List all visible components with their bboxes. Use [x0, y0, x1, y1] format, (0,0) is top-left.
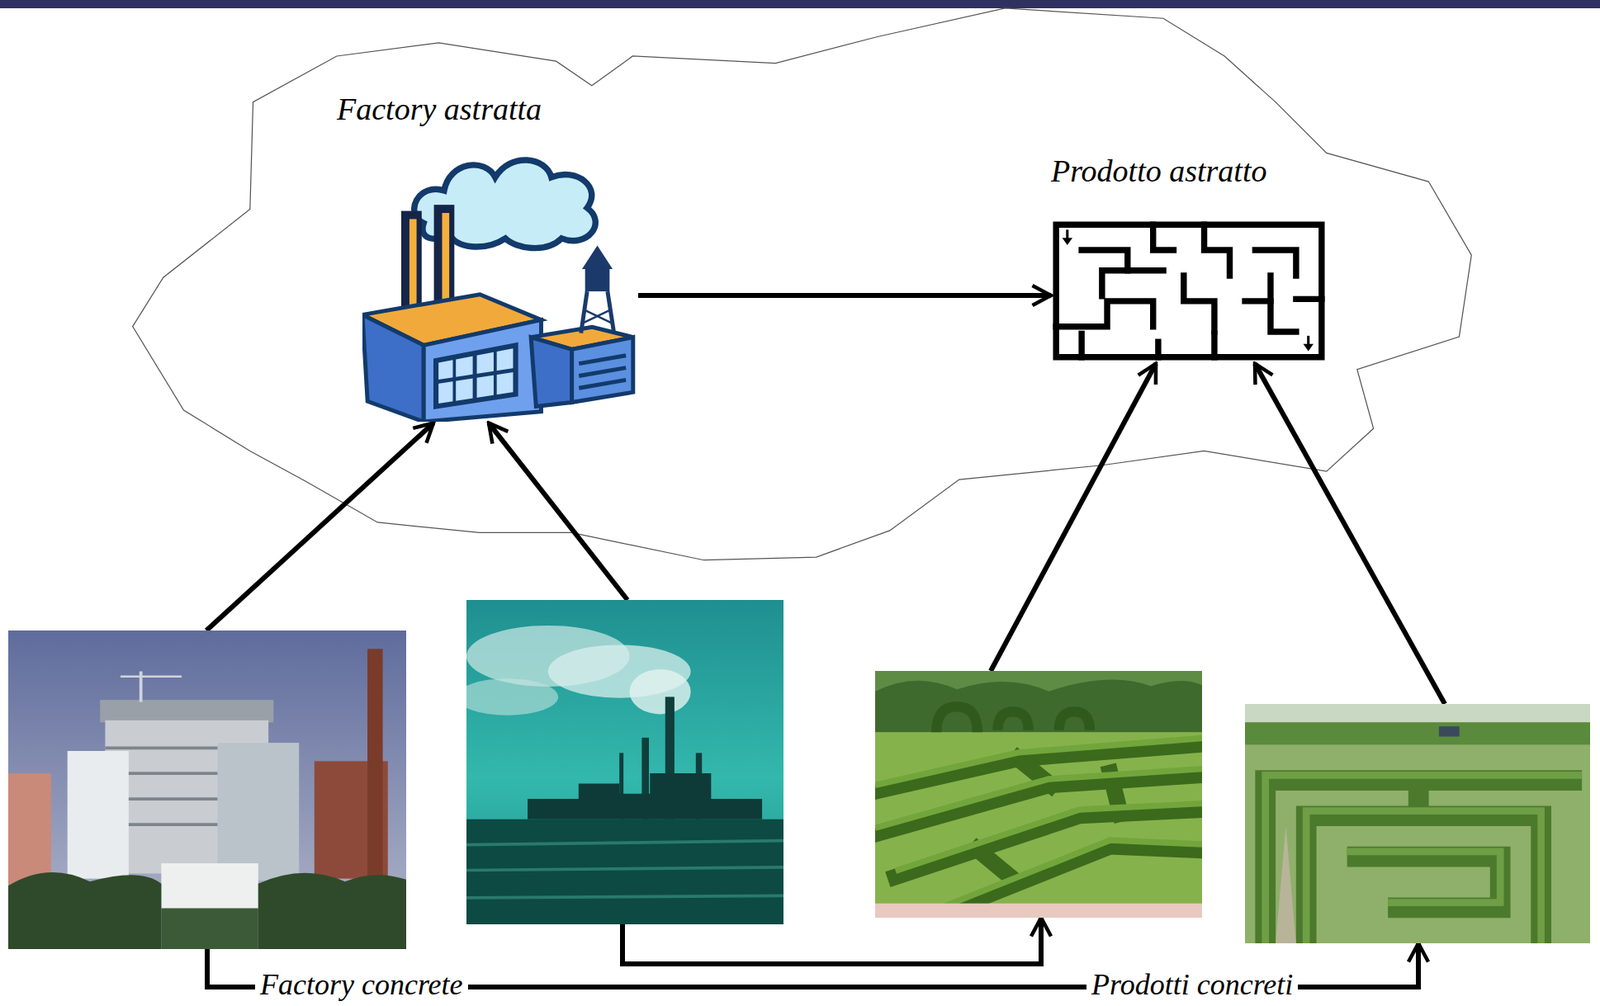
clipart-icon: [1050, 219, 1327, 363]
connector-arrow: [990, 364, 1156, 672]
connector-arrow: [488, 423, 628, 601]
group-caption: Prodotti concreti: [1086, 968, 1298, 1003]
photo-illustration: [875, 671, 1203, 919]
abstract-product: Prodotto astratto: [1050, 152, 1327, 363]
cloud-shape: [132, 8, 1473, 561]
photo-illustration: [466, 600, 784, 925]
top-bar: [0, 0, 1600, 9]
connector-arrow: [1254, 364, 1445, 705]
photo-illustration: [1244, 704, 1591, 944]
connector-arrow: [622, 918, 1042, 965]
concrete-product-photo: [1244, 704, 1591, 944]
photo-illustration: [8, 630, 407, 950]
concrete-product-photo: [875, 671, 1203, 919]
abstract-factory: Factory astratta: [336, 90, 639, 422]
node-heading: Factory astratta: [336, 90, 639, 129]
clipart-icon: [362, 151, 639, 422]
group-caption: Factory concrete: [255, 968, 469, 1003]
concrete-factory-photo: [8, 630, 407, 950]
connector-arrow: [206, 423, 434, 631]
node-heading: Prodotto astratto: [1050, 152, 1327, 191]
concrete-factory-photo: [466, 600, 784, 925]
connector-arrow: [638, 293, 1051, 299]
